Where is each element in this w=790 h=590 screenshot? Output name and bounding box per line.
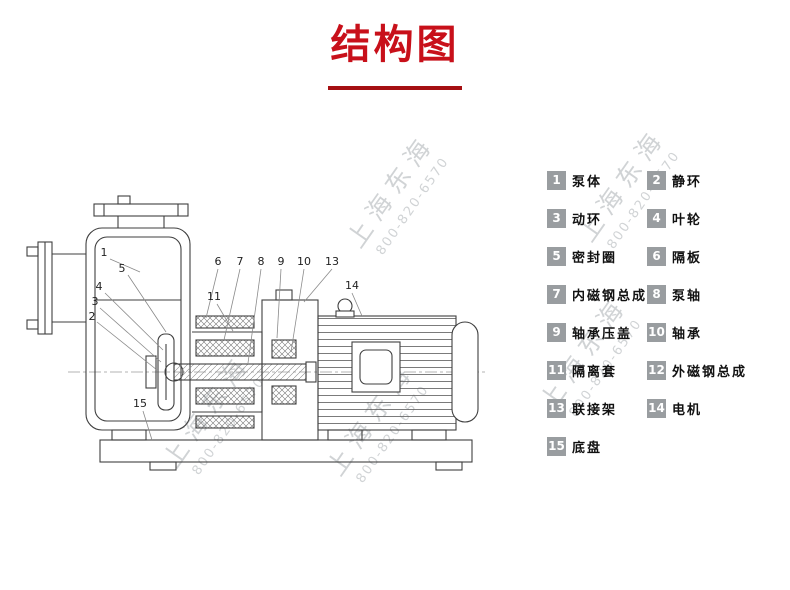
pump-casing xyxy=(85,195,191,431)
legend-number-badge: 10 xyxy=(647,322,666,342)
legend-item-5: 5 密封圈 xyxy=(547,246,647,266)
legend-item-3: 3 动环 xyxy=(547,208,647,228)
legend-label: 轴承压盖 xyxy=(572,326,633,342)
suction-flange xyxy=(26,241,86,335)
legend-item-8: 8 泵轴 xyxy=(647,284,782,304)
callout-7: 7 xyxy=(237,255,244,268)
legend-label: 外磁钢总成 xyxy=(672,364,748,380)
magnetic-coupling xyxy=(173,315,317,429)
legend-number-badge: 6 xyxy=(647,246,666,266)
callout-15: 15 xyxy=(133,397,147,410)
legend-number-badge: 13 xyxy=(547,398,566,418)
callout-5: 5 xyxy=(119,262,126,275)
legend-item-10: 10 轴承 xyxy=(647,322,782,342)
legend-item-13: 13 联接架 xyxy=(547,398,647,418)
title-underline xyxy=(328,86,462,90)
legend-label: 静环 xyxy=(672,174,703,190)
motor xyxy=(317,298,479,441)
legend-label: 底盘 xyxy=(572,440,603,456)
callout-6: 6 xyxy=(215,255,222,268)
parts-legend: 1 泵体 2 静环 3 动环 4 叶轮 5 密封圈 6 隔板 7 内磁钢总成 8 xyxy=(547,170,782,456)
legend-number-badge: 3 xyxy=(547,208,566,228)
legend-label: 密封圈 xyxy=(572,250,618,266)
legend-number-badge: 1 xyxy=(547,170,566,190)
legend-item-14: 14 电机 xyxy=(647,398,782,418)
legend-item-2: 2 静环 xyxy=(647,170,782,190)
legend-label: 隔离套 xyxy=(572,364,618,380)
legend-number-badge: 12 xyxy=(647,360,666,380)
callout-2: 2 xyxy=(89,310,96,323)
callout-3: 3 xyxy=(92,295,99,308)
legend-number-badge: 7 xyxy=(547,284,566,304)
legend-item-11: 11 隔离套 xyxy=(547,360,647,380)
legend-item-6: 6 隔板 xyxy=(647,246,782,266)
legend-number-badge: 9 xyxy=(547,322,566,342)
callout-14: 14 xyxy=(345,279,359,292)
legend-number-badge: 4 xyxy=(647,208,666,228)
callout-9: 9 xyxy=(278,255,285,268)
legend-item-15: 15 底盘 xyxy=(547,436,647,456)
callout-4: 4 xyxy=(96,280,103,293)
leader-lines xyxy=(96,258,363,441)
legend-number-badge: 5 xyxy=(547,246,566,266)
legend-label: 隔板 xyxy=(672,250,703,266)
title-block: 结构图 xyxy=(0,12,790,90)
legend-number-badge: 15 xyxy=(547,436,566,456)
legend-item-9: 9 轴承压盖 xyxy=(547,322,647,342)
page-title: 结构图 xyxy=(330,22,460,68)
callout-13: 13 xyxy=(325,255,339,268)
legend-number-badge: 14 xyxy=(647,398,666,418)
legend-label: 轴承 xyxy=(672,326,703,342)
callout-8: 8 xyxy=(258,255,265,268)
baseplate xyxy=(99,429,473,471)
legend-item-4: 4 叶轮 xyxy=(647,208,782,228)
legend-label: 泵体 xyxy=(572,174,603,190)
callout-1: 1 xyxy=(101,246,108,259)
legend-item-12: 12 外磁钢总成 xyxy=(647,360,782,380)
callout-11: 11 xyxy=(207,290,221,303)
legend-label: 叶轮 xyxy=(672,212,703,228)
legend-label: 内磁钢总成 xyxy=(572,288,648,304)
legend-item-1: 1 泵体 xyxy=(547,170,647,190)
legend-number-badge: 11 xyxy=(547,360,566,380)
callout-numbers: 1 5 4 3 2 6 7 8 9 10 13 11 14 15 xyxy=(89,246,360,410)
legend-label: 联接架 xyxy=(572,402,618,418)
legend-label: 泵轴 xyxy=(672,288,703,304)
callout-10: 10 xyxy=(297,255,311,268)
legend-number-badge: 2 xyxy=(647,170,666,190)
legend-number-badge: 8 xyxy=(647,284,666,304)
legend-label: 动环 xyxy=(572,212,603,228)
legend-label: 电机 xyxy=(672,402,703,418)
legend-item-7: 7 内磁钢总成 xyxy=(547,284,647,304)
